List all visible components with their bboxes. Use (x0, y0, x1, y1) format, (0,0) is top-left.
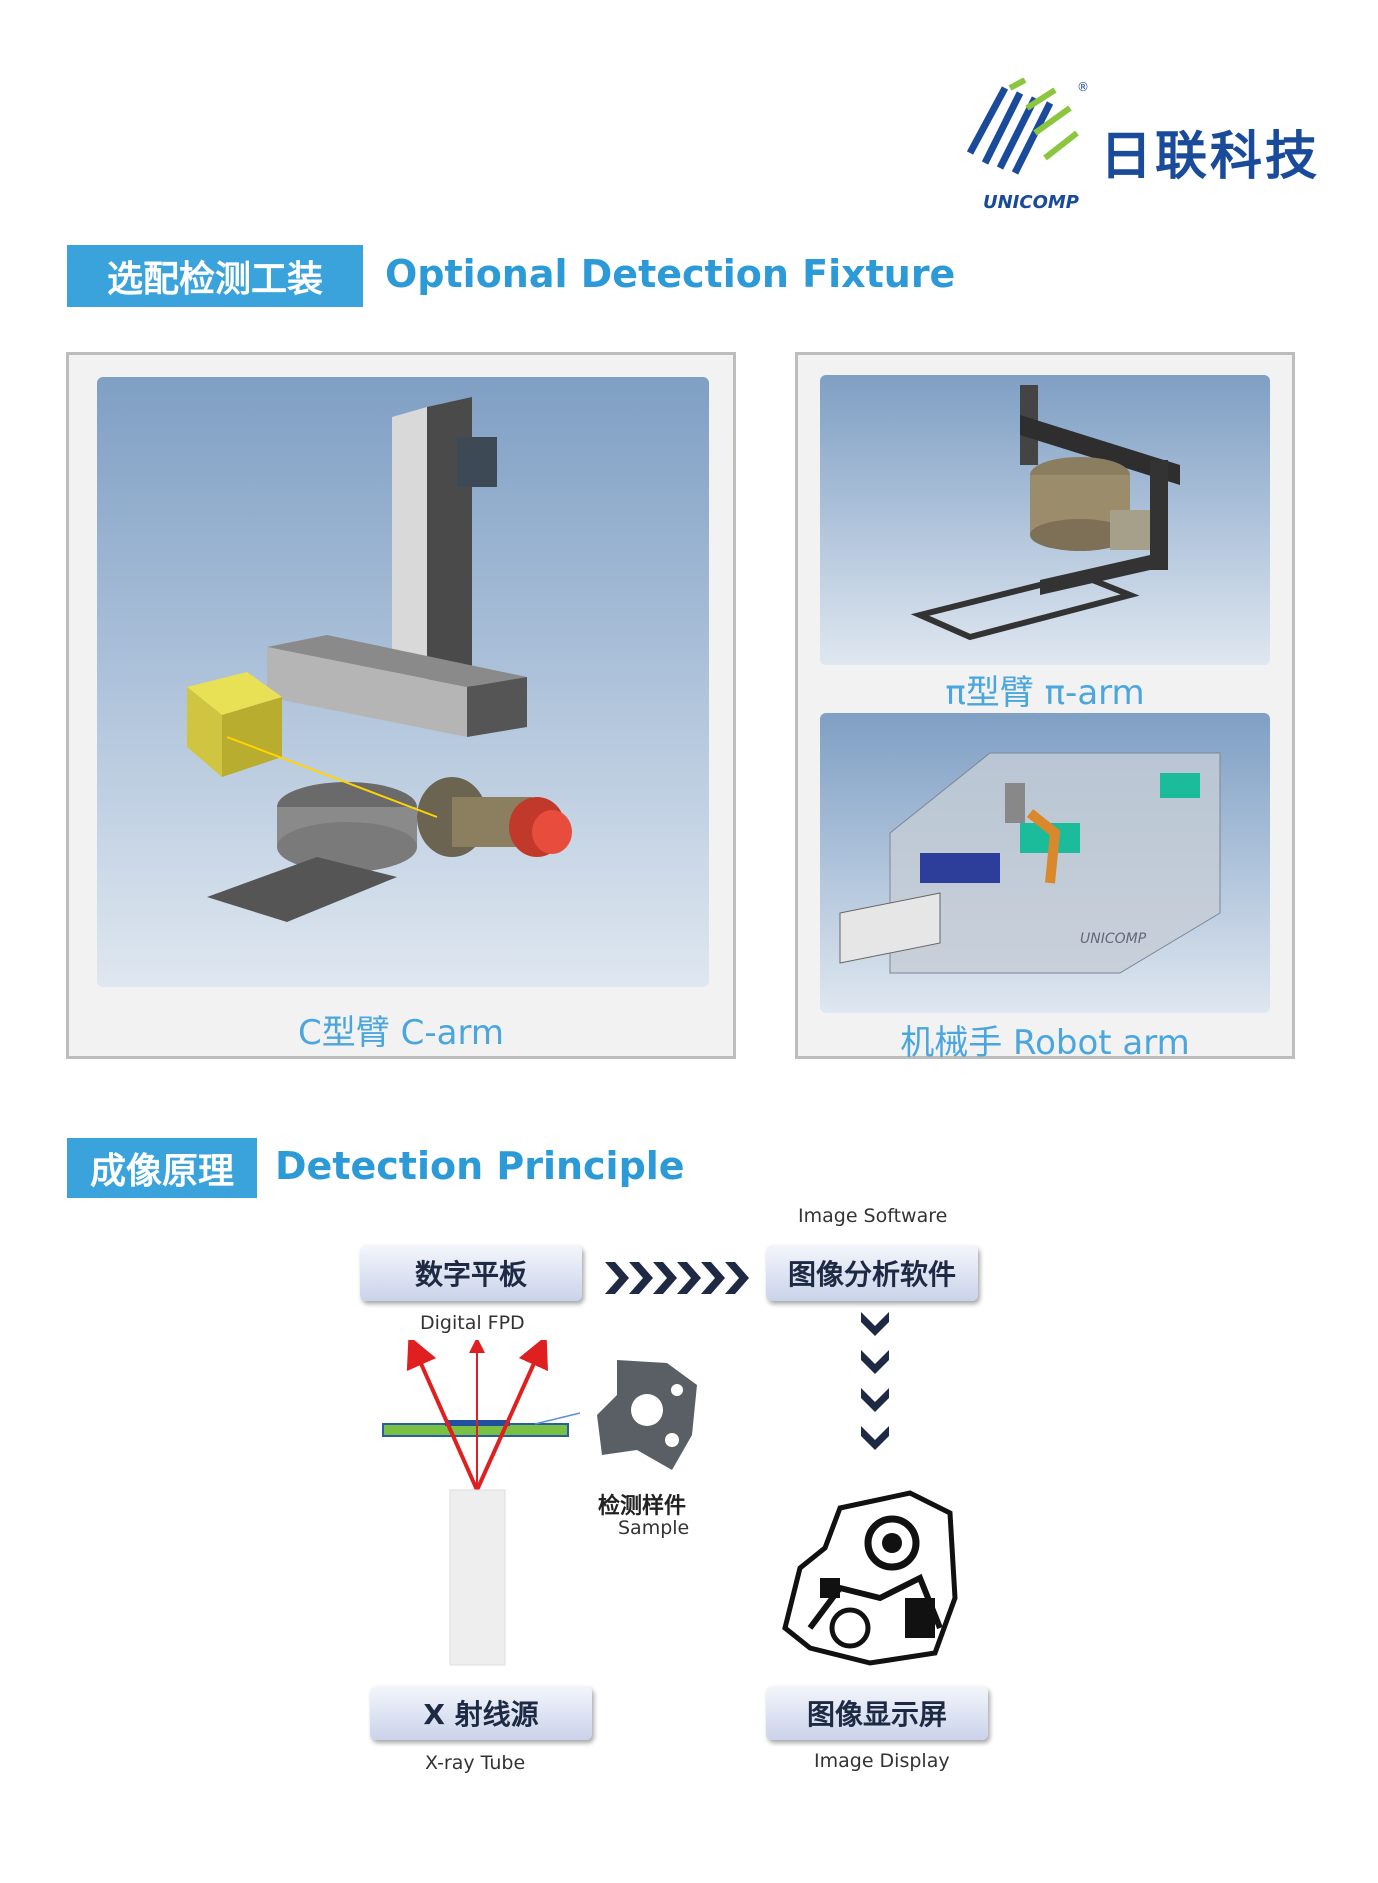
sample-label-cn: 检测样件 (598, 1494, 687, 1519)
section-tag-fixture: 选配检测工装 (67, 245, 363, 307)
c-arm-panel: C型臂 C-arm (66, 352, 736, 1059)
section-tag-principle: 成像原理 (67, 1138, 257, 1198)
xray-tube-label: X-ray Tube (425, 1752, 526, 1774)
section-title-principle: Detection Principle (275, 1144, 685, 1188)
robot-arm-caption: 机械手 Robot arm (900, 1023, 1190, 1063)
image-software-label: Image Software (798, 1205, 948, 1227)
pi-arm-illustration (910, 385, 1180, 641)
c-arm-illustration (187, 397, 572, 922)
sample-part-image (597, 1360, 697, 1470)
digital-fpd-label: Digital FPD (420, 1312, 525, 1334)
unicomp-logo-icon (966, 78, 1079, 175)
image-software-box: 图像分析软件 (766, 1245, 978, 1301)
c-arm-render (97, 377, 709, 987)
robot-arm-render: UNICOMP (820, 713, 1270, 1013)
logo-text-cn: 日联科技 (1100, 127, 1321, 187)
xray-tube-box: X 射线源 (370, 1686, 592, 1740)
image-display-label: Image Display (814, 1750, 950, 1772)
pi-arm-caption: π型臂 π-arm (945, 673, 1145, 713)
section-title-fixture: Optional Detection Fixture (385, 252, 956, 296)
pi-arm-render (820, 375, 1270, 665)
sample-label-en: Sample (618, 1517, 690, 1539)
c-arm-caption: C型臂 C-arm (298, 1013, 504, 1053)
right-chevrons-icon (605, 1262, 749, 1294)
image-display-box: 图像显示屏 (766, 1686, 988, 1740)
registered-mark: ® (1077, 80, 1089, 94)
company-logo: ® 日联科技 UNICOMP (965, 78, 1317, 218)
xray-beam-diagram (382, 1340, 581, 1666)
down-chevrons-icon (861, 1312, 889, 1450)
pi-arm-panel: π型臂 π-arm UNICOMP 机械手 Robot arm (795, 352, 1295, 1063)
logo-text-en: UNICOMP (983, 192, 1079, 213)
digital-fpd-box: 数字平板 (360, 1245, 582, 1301)
robot-brand-label: UNICOMP (1080, 931, 1147, 947)
robot-arm-illustration: UNICOMP (839, 752, 1221, 974)
xray-result-image (782, 1490, 958, 1666)
